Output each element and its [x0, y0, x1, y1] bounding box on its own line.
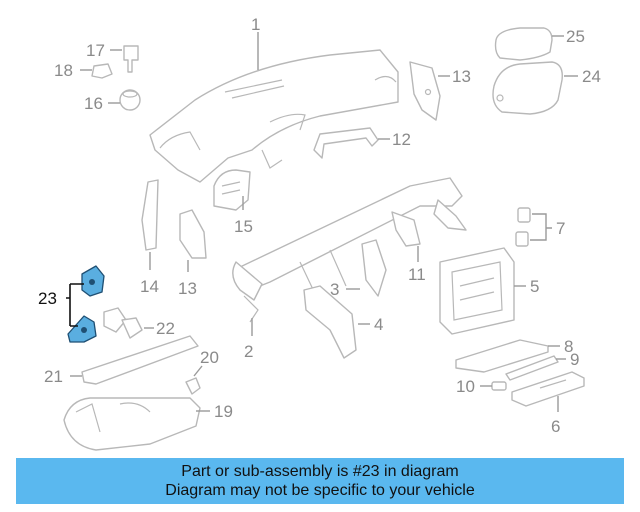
callout-16: 16: [84, 94, 103, 113]
banner-line-1: Part or sub-assembly is #23 in diagram: [181, 463, 459, 480]
side-bracket-upper: [409, 61, 441, 121]
callout-5: 5: [530, 277, 539, 296]
clip-20: [185, 377, 201, 395]
lower-trim-21: [81, 335, 199, 385]
callout-4: 4: [374, 315, 383, 334]
banner-line-2: Diagram may not be specific to your vehi…: [165, 482, 475, 499]
callout-15: 15: [234, 217, 253, 236]
highlighted-part-23: [67, 265, 105, 343]
callout-19: 19: [214, 402, 233, 421]
callout-12: 11: [408, 265, 426, 284]
panel-6: [511, 371, 585, 407]
callout-25: 25: [566, 27, 585, 46]
center-bracket-12: [391, 211, 421, 247]
bracket-22: [103, 307, 143, 339]
callout-23: 23: [38, 289, 57, 308]
instrument-panel-pad: [149, 49, 399, 183]
callout-20: 20: [200, 348, 219, 367]
callout-17: 17: [86, 41, 105, 60]
callout-21: 21: [44, 367, 63, 386]
vent-housing-15: [213, 169, 251, 211]
callout-18: 18: [54, 61, 73, 80]
panel-8: [455, 339, 549, 373]
pillar-trim-14: [141, 179, 159, 251]
brace-4: [303, 285, 357, 359]
callout-13a: 13: [452, 67, 471, 86]
clip-10: [491, 381, 507, 391]
callout-9: 9: [570, 350, 579, 369]
callout-8: 8: [564, 337, 573, 356]
clip-17: [123, 45, 139, 73]
strip-9: [505, 355, 559, 381]
callout-13b: 13: [178, 279, 197, 298]
knob-16: [119, 89, 141, 111]
callout-14: 14: [140, 277, 159, 296]
callout-11: 12: [392, 130, 411, 149]
callout-1: 1: [251, 15, 260, 34]
glove-box-pad-small: [494, 27, 553, 61]
parts-diagram: 1 25 24 13 17 18 16 12 15: [38, 15, 601, 451]
radio-bezel: [439, 247, 515, 335]
lower-dash-panel-19: [63, 397, 201, 451]
callout-24: 24: [582, 67, 601, 86]
callout-10: 10: [456, 377, 475, 396]
part-info-banner: Part or sub-assembly is #23 in diagram D…: [16, 458, 624, 504]
switch-buttons-7: [515, 207, 531, 247]
callout-22: 22: [156, 319, 175, 338]
callout-6: 6: [551, 417, 560, 436]
glove-box-door: [492, 61, 563, 115]
cross-car-beam: [232, 177, 467, 323]
side-panel-lower: [179, 209, 207, 259]
bracket-3: [361, 239, 387, 297]
bracket-11: [313, 127, 379, 159]
nut-18: [91, 63, 113, 79]
callout-2: 2: [244, 342, 253, 361]
callout-7: 7: [556, 219, 565, 238]
callout-3: 3: [330, 280, 339, 299]
